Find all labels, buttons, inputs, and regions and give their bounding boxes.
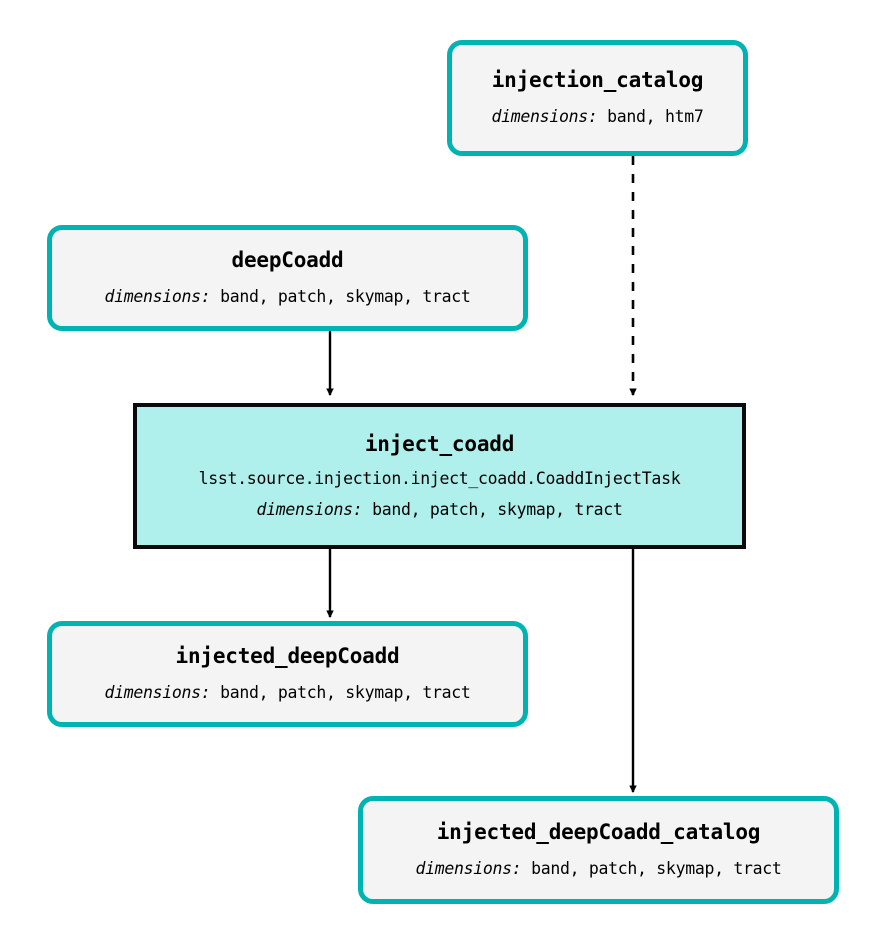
dimensions-value: band, patch, skymap, tract: [220, 287, 471, 307]
dimensions-value: band, htm7: [607, 107, 704, 127]
dimensions-label: dimensions:: [491, 107, 598, 127]
node-injected-deep-coadd-catalog-title: injected_deepCoadd_catalog: [436, 820, 761, 845]
node-injection-catalog-dimensions: dimensions: band, htm7: [492, 108, 704, 126]
node-inject-coadd-class-path: lsst.source.injection.inject_coadd.Coadd…: [198, 469, 681, 489]
node-inject-coadd-dimensions: dimensions: band, patch, skymap, tract: [256, 499, 623, 519]
dimensions-label: dimensions:: [104, 287, 211, 307]
node-injection-catalog[interactable]: injection_catalog dimensions: band, htm7: [447, 40, 748, 156]
node-deep-coadd[interactable]: deepCoadd dimensions: band, patch, skyma…: [47, 225, 528, 331]
node-deep-coadd-dimensions: dimensions: band, patch, skymap, tract: [104, 288, 470, 306]
node-deep-coadd-title: deepCoadd: [231, 248, 344, 273]
dimensions-value: band, patch, skymap, tract: [531, 859, 782, 879]
dimensions-value: band, patch, skymap, tract: [220, 683, 471, 703]
dimensions-label: dimensions:: [256, 499, 363, 519]
node-injected-deep-coadd[interactable]: injected_deepCoadd dimensions: band, pat…: [47, 621, 528, 727]
node-injected-deep-coadd-catalog[interactable]: injected_deepCoadd_catalog dimensions: b…: [358, 796, 839, 904]
node-inject-coadd[interactable]: inject_coadd lsst.source.injection.injec…: [133, 403, 746, 549]
node-injected-deep-coadd-title: injected_deepCoadd: [175, 644, 400, 669]
node-injected-deep-coadd-catalog-dimensions: dimensions: band, patch, skymap, tract: [415, 860, 781, 878]
dimensions-label: dimensions:: [104, 683, 211, 703]
node-injected-deep-coadd-dimensions: dimensions: band, patch, skymap, tract: [104, 684, 470, 702]
dimensions-label: dimensions:: [415, 859, 522, 879]
node-inject-coadd-title: inject_coadd: [364, 432, 515, 457]
node-injection-catalog-title: injection_catalog: [491, 68, 704, 93]
dimensions-value: band, patch, skymap, tract: [372, 499, 623, 519]
